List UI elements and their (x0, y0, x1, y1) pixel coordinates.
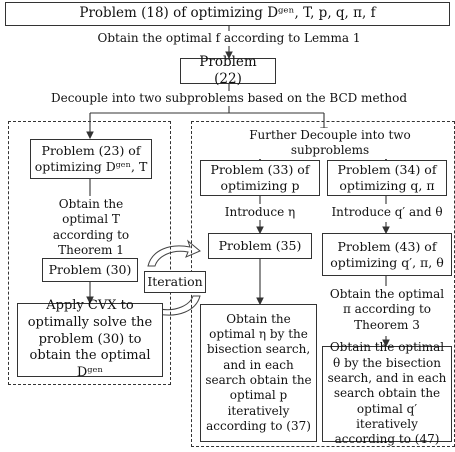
introduce-eta-step: Introduce η (215, 205, 305, 221)
problem-30-box: Problem (30) (42, 258, 138, 282)
theta-bisection-box: Obtain the optimal θ by the bisection se… (322, 340, 452, 446)
left-subproblem-group (8, 121, 171, 385)
cvx-box: Apply CVX to optimally solve the problem… (17, 298, 163, 380)
problem-22-label: Problem (22) (199, 53, 257, 87)
theta-bisection-label: Obtain the optimal θ by the bisection se… (327, 340, 447, 447)
theorem3-step: Obtain the optimal π according to Theore… (326, 287, 448, 334)
eta-bisection-box: Obtain the optimal η by the bisection se… (200, 304, 317, 442)
problem-18-box: Problem (18) of optimizing Dᵍᵉⁿ, T, p, q… (5, 2, 450, 26)
problem-22-box: Problem (22) (180, 54, 276, 87)
further-decouple-step: Further Decouple into two subproblems (210, 128, 450, 159)
problem-34-label: Problem (34) of optimizing q, π (337, 162, 437, 193)
problem-43-box: Problem (43) of optimizing q′, π, θ (322, 233, 452, 276)
problem-43-label: Problem (43) of optimizing q′, π, θ (330, 238, 444, 270)
eta-bisection-label: Obtain the optimal η by the bisection se… (205, 311, 312, 434)
problem-23-label: Problem (23) of optimizing Dᵍᵉⁿ, T (34, 143, 148, 174)
problem-18-label: Problem (18) of optimizing Dᵍᵉⁿ, T, p, q… (79, 5, 376, 22)
iteration-label: Iteration (147, 274, 203, 289)
problem-33-label: Problem (33) of optimizing p (210, 162, 310, 193)
problem-23-box: Problem (23) of optimizing Dᵍᵉⁿ, T (30, 139, 152, 179)
bcd-step: Decouple into two subproblems based on t… (40, 91, 418, 107)
problem-35-box: Problem (35) (208, 233, 312, 259)
iteration-label-box: Iteration (144, 271, 206, 293)
lemma1-step: Obtain the optimal f according to Lemma … (60, 31, 398, 47)
problem-35-label: Problem (35) (218, 238, 302, 253)
cvx-label: Apply CVX to optimally solve the problem… (27, 298, 153, 380)
introduce-q-theta-step: Introduce q′ and θ (330, 205, 444, 221)
problem-30-label: Problem (30) (48, 262, 132, 277)
problem-34-box: Problem (34) of optimizing q, π (327, 160, 447, 196)
problem-33-box: Problem (33) of optimizing p (200, 160, 320, 196)
theorem1-step: Obtain the optimal T according to Theore… (34, 197, 148, 259)
